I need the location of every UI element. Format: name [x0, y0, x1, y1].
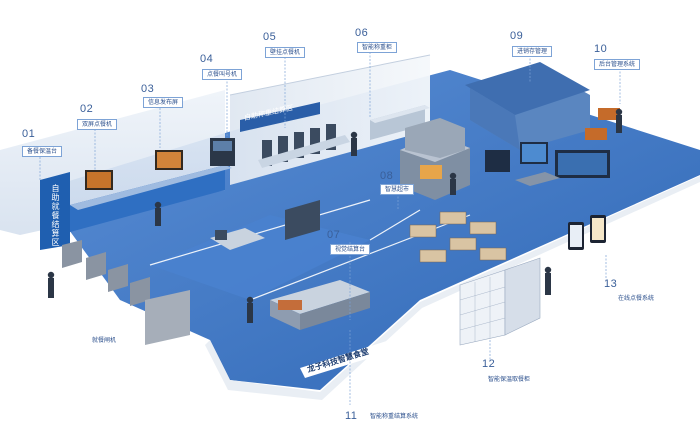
callout-label-03: 信息发布屏	[143, 97, 184, 108]
entry-gates	[62, 240, 190, 345]
admin-desk	[515, 172, 560, 186]
settlement-kiosks	[262, 124, 336, 166]
callout-label-06: 智能称重柜	[357, 42, 398, 53]
weighing-cabinet	[370, 105, 425, 140]
callout-number-09: 09	[510, 30, 524, 42]
callout-label-02: 双屏点餐机	[77, 119, 118, 130]
callout-number-07: 07	[327, 229, 341, 241]
settlement-zone-floor	[150, 215, 370, 300]
floor-sign-plaque	[300, 340, 395, 378]
settlement-sign-bar	[240, 102, 320, 132]
people	[47, 108, 623, 323]
callout-number-13: 13	[604, 278, 618, 290]
orange-cart	[598, 108, 620, 120]
gate-label: 就餐闸机	[92, 337, 117, 344]
callout-number-12: 12	[482, 358, 496, 370]
food-counter	[70, 165, 225, 232]
entrance-sign: 自助就餐结算区	[51, 184, 60, 247]
callout-label-13: 在线点餐系统	[618, 295, 655, 302]
callout-number-03: 03	[141, 83, 155, 95]
callout-label-08: 智慧超市	[380, 184, 415, 195]
callout-number-02: 02	[80, 103, 94, 115]
callout-label-04: 点餐叫号机	[202, 69, 243, 80]
callout-label-10: 后台管理系统	[594, 59, 641, 70]
callout-number-08: 08	[380, 170, 394, 182]
callout-number-10: 10	[594, 43, 608, 55]
callout-number-04: 04	[200, 53, 214, 65]
callout-label-05: 壁挂点餐机	[265, 47, 306, 58]
callout-number-11: 11	[345, 410, 358, 422]
callout-label-07: 视觉结算台	[330, 244, 371, 255]
leader-lines	[39, 52, 621, 405]
entrance-sign-block	[40, 172, 70, 250]
callout-number-06: 06	[355, 27, 369, 39]
callout-label-01: 备餐保温台	[22, 146, 63, 157]
callout-label-11: 智能称重结算系统	[370, 413, 419, 420]
dashboard-screen-1	[485, 150, 510, 172]
callout-number-05: 05	[263, 31, 277, 43]
dining-tables	[409, 211, 507, 263]
callout-number-01: 01	[22, 128, 36, 140]
visual-settlement-counter	[210, 228, 265, 250]
callout-label-09: 进销存管理	[512, 46, 553, 57]
callout-label-12: 智能保温取餐柜	[488, 376, 531, 383]
